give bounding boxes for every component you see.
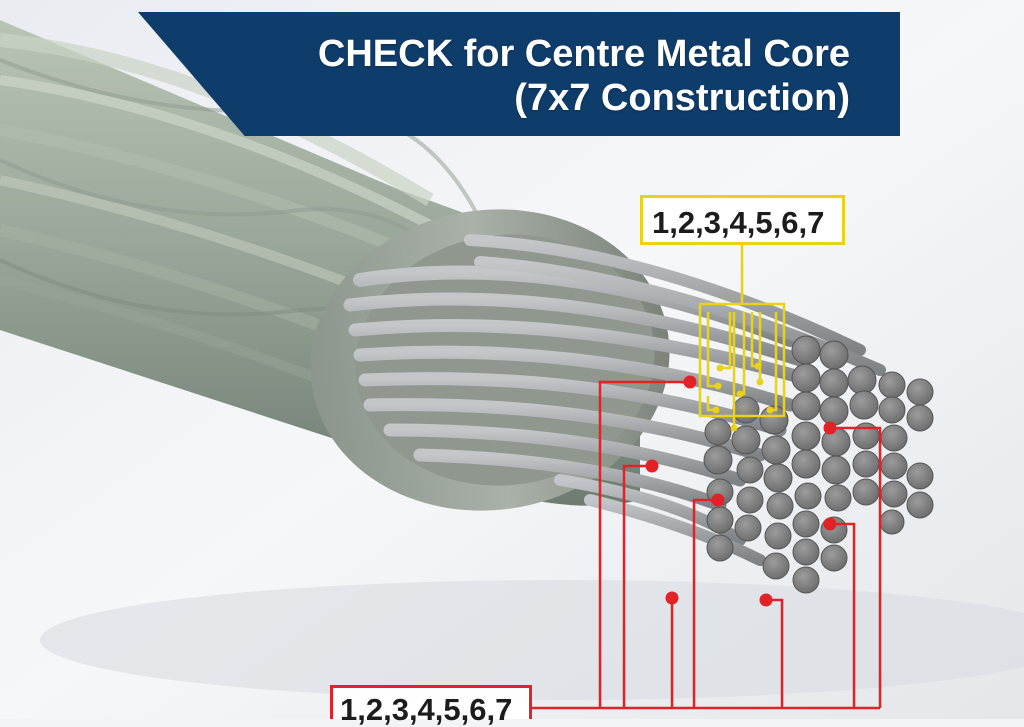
core-strands-label: 1,2,3,4,5,6,7 <box>640 195 845 245</box>
outer-strand-markers <box>645 375 837 607</box>
outer-leader-lines <box>532 380 882 710</box>
banner-title-line-1: CHECK for Centre Metal Core <box>317 33 850 75</box>
strand-ends <box>703 335 934 594</box>
title-banner: CHECK for Centre Metal Core (7x7 Constru… <box>138 12 900 136</box>
banner-title-line-2: (7x7 Construction) <box>514 77 850 119</box>
core-strand-markers <box>712 362 774 432</box>
outer-strands-label: 1,2,3,4,5,6,7 <box>330 685 532 725</box>
